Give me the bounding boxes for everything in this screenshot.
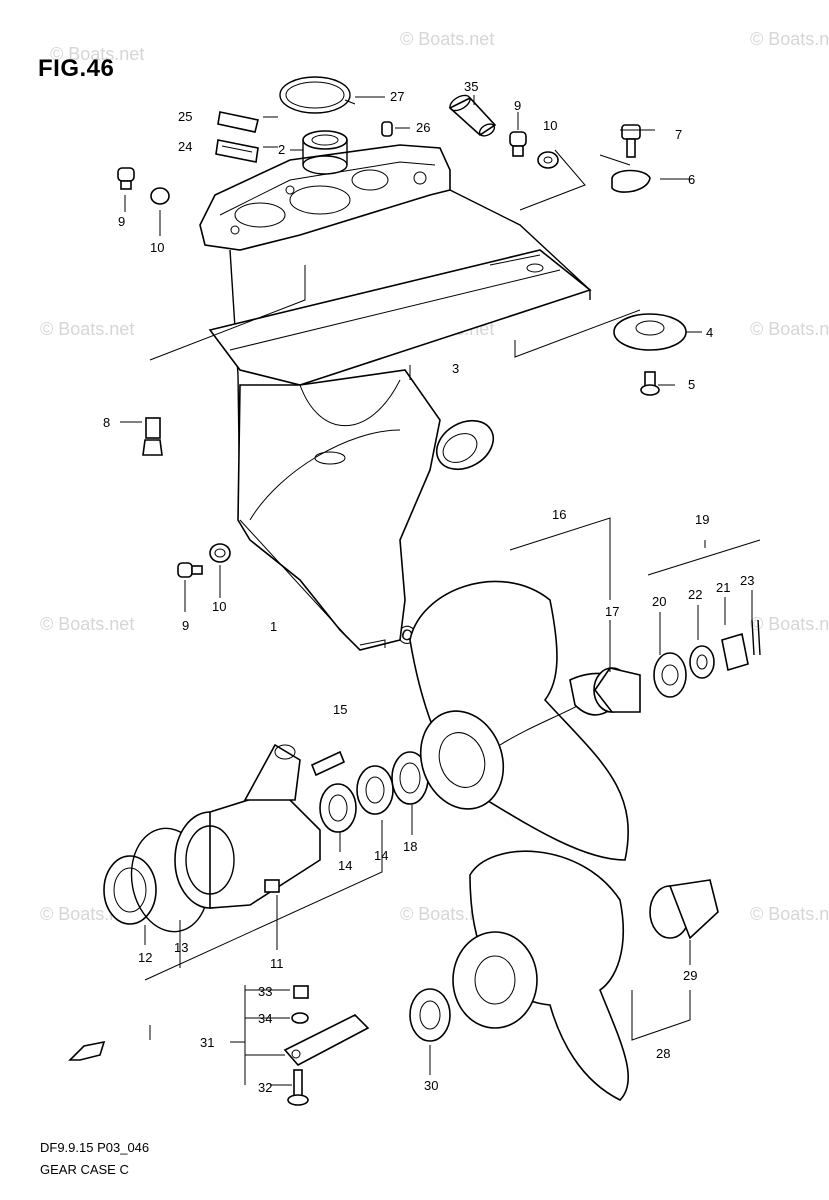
- callout-24: 24: [178, 139, 192, 154]
- callout-9-left: 9: [118, 214, 125, 229]
- callout-31: 31: [200, 1035, 214, 1050]
- callout-27: 27: [390, 89, 404, 104]
- callout-9-top: 9: [514, 98, 521, 113]
- leader-lines: [120, 95, 761, 1086]
- svg-text:© Boats.net: © Boats.net: [40, 614, 134, 634]
- part-11-bearing-housing: [174, 743, 321, 909]
- housing-bolt: [310, 750, 346, 777]
- callout-18: 18: [403, 839, 417, 854]
- callout-12: 12: [138, 950, 152, 965]
- callout-10-top: 10: [543, 118, 557, 133]
- part-20-washer: [653, 652, 687, 698]
- callout-16: 16: [552, 507, 566, 522]
- callout-26: 26: [416, 120, 430, 135]
- callout-numbers: 27 25 24 2 26 35 9 10 7 6 9 10 4 5 3 8 1…: [103, 79, 754, 1095]
- callout-10-left: 10: [150, 240, 164, 255]
- part-14-bearing-b: [356, 765, 394, 815]
- part-9-bolt-mid: [177, 562, 203, 578]
- gear-case-housing: [199, 144, 592, 651]
- part-7-bolt: [621, 124, 641, 158]
- callout-14-b: 14: [374, 848, 388, 863]
- svg-text:© Boats.net: © Boats.net: [400, 29, 494, 49]
- part-5-bolt: [640, 371, 660, 396]
- callout-15: 15: [333, 702, 347, 717]
- part-32-bolt: [287, 1069, 309, 1106]
- callout-10-mid: 10: [212, 599, 226, 614]
- callout-19: 19: [695, 512, 709, 527]
- callout-7: 7: [675, 127, 682, 142]
- part-12-oil-seal: [103, 855, 157, 925]
- svg-text:© Boats.net: © Boats.net: [400, 904, 494, 924]
- callout-11: 11: [270, 956, 284, 971]
- callout-5: 5: [688, 377, 695, 392]
- svg-text:© Boats.net: © Boats.net: [750, 319, 829, 339]
- svg-text:© Boats.net: © Boats.net: [50, 44, 144, 64]
- callout-28: 28: [656, 1046, 670, 1061]
- callout-33: 33: [258, 984, 272, 999]
- part-27-circlip: [279, 76, 356, 114]
- callout-34: 34: [258, 1011, 272, 1026]
- svg-text:© Boats.net: © Boats.net: [750, 29, 829, 49]
- svg-text:© Boats.net: © Boats.net: [40, 319, 134, 339]
- callout-14-a: 14: [338, 858, 352, 873]
- part-26-pin: [381, 121, 393, 137]
- callout-30: 30: [424, 1078, 438, 1093]
- part-15-propeller: [409, 580, 629, 861]
- figure-caption: GEAR CASE C: [40, 1162, 129, 1177]
- svg-text:© Boats.net: © Boats.net: [750, 904, 829, 924]
- part-9-bolt-left: [117, 167, 135, 190]
- part-2-bearing: [302, 130, 348, 175]
- fwd-arrow-icon: [68, 1040, 106, 1061]
- part-31-plate: [283, 1014, 370, 1067]
- part-33-nut: [293, 985, 309, 999]
- callout-4: 4: [706, 325, 713, 340]
- drawing-code: DF9.9.15 P03_046: [40, 1140, 150, 1155]
- callout-8: 8: [103, 415, 110, 430]
- part-10-washer-top: [537, 151, 559, 169]
- callout-35: 35: [464, 79, 478, 94]
- figure-title: FIG.46: [38, 55, 115, 82]
- callout-3: 3: [452, 361, 459, 376]
- part-21-nut: [721, 632, 749, 672]
- part-34-washer: [291, 1012, 309, 1024]
- callout-22: 22: [688, 587, 702, 602]
- callout-13: 13: [174, 940, 188, 955]
- part-4-cap: [613, 313, 687, 351]
- part-17-spacer: [593, 667, 641, 713]
- callout-29: 29: [683, 968, 697, 983]
- part-30-washer: [409, 988, 451, 1042]
- part-8-plug: [142, 417, 163, 456]
- callout-20: 20: [652, 594, 666, 609]
- part-23-cotter-pin: [751, 619, 761, 656]
- part-6-anode: [611, 169, 651, 193]
- callout-21: 21: [716, 580, 730, 595]
- callout-25: 25: [178, 109, 192, 124]
- callout-32: 32: [258, 1080, 272, 1095]
- part-22-washer: [689, 645, 715, 679]
- callout-2: 2: [278, 142, 285, 157]
- part-29-spacer: [649, 879, 719, 940]
- callout-6: 6: [688, 172, 695, 187]
- part-24-shim: [215, 139, 259, 163]
- part-14-bearing-a: [319, 783, 357, 833]
- part-10-washer-mid: [209, 543, 231, 563]
- part-10-washer-left: [150, 187, 170, 205]
- part-25-shim: [217, 111, 259, 133]
- callout-1: 1: [270, 619, 277, 634]
- callout-23: 23: [740, 573, 754, 588]
- part-28-propeller-alt: [452, 850, 629, 1101]
- callout-9-mid: 9: [182, 618, 189, 633]
- callout-17: 17: [605, 604, 619, 619]
- part-35-sleeve: [448, 94, 497, 137]
- svg-text:© Boats.net: © Boats.net: [750, 614, 829, 634]
- part-9-bolt-top: [509, 131, 527, 157]
